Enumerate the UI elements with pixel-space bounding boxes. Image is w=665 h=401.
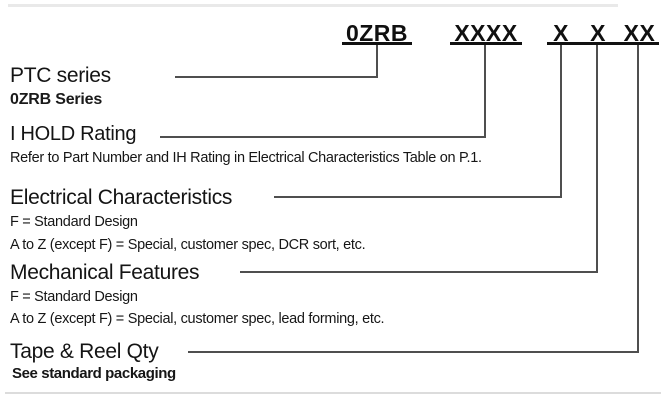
connector-vline-elec xyxy=(560,45,562,198)
section-note-mech-standard: F = Standard Design xyxy=(10,289,138,305)
section-title-ihold-rating: I HOLD Rating xyxy=(10,123,137,145)
section-title-mechanical-features: Mechanical Features xyxy=(10,261,200,284)
bottom-rule xyxy=(5,392,661,394)
section-subtitle-0zrb-series: 0ZRB Series xyxy=(10,91,103,108)
connector-vline-prefix xyxy=(376,45,378,78)
part-number-segment-tape: XX xyxy=(623,20,656,46)
section-note-elec-standard: F = Standard Design xyxy=(10,214,138,230)
top-rule xyxy=(8,4,618,7)
connector-hline-tape xyxy=(188,351,639,353)
section-note-elec-special: A to Z (except F) = Special, customer sp… xyxy=(10,237,366,253)
section-note-ihold: Refer to Part Number and IH Rating in El… xyxy=(10,150,482,166)
underline-ihold xyxy=(450,42,522,45)
part-number-segment-prefix: 0ZRB xyxy=(345,20,409,46)
connector-hline-mech xyxy=(240,271,598,273)
section-title-electrical-characteristics: Electrical Characteristics xyxy=(10,186,233,209)
connector-vline-tape xyxy=(637,45,639,353)
section-note-tape-packaging: See standard packaging xyxy=(12,365,176,382)
underline-prefix xyxy=(342,42,412,45)
section-title-tape-reel-qty: Tape & Reel Qty xyxy=(10,340,159,363)
connector-hline-ihold xyxy=(160,136,486,138)
section-note-mech-special: A to Z (except F) = Special, customer sp… xyxy=(10,311,385,327)
part-number-segment-elec: X xyxy=(553,20,569,46)
section-title-ptc-series: PTC series xyxy=(10,64,111,87)
underline-suffix-group xyxy=(547,42,659,45)
connector-vline-mech xyxy=(596,45,598,273)
part-number-segment-ihold: XXXX xyxy=(454,20,518,46)
connector-vline-ihold xyxy=(484,45,486,138)
connector-hline-elec xyxy=(274,196,562,198)
part-number-segment-mech: X xyxy=(590,20,606,46)
connector-hline-ptc xyxy=(175,76,378,78)
